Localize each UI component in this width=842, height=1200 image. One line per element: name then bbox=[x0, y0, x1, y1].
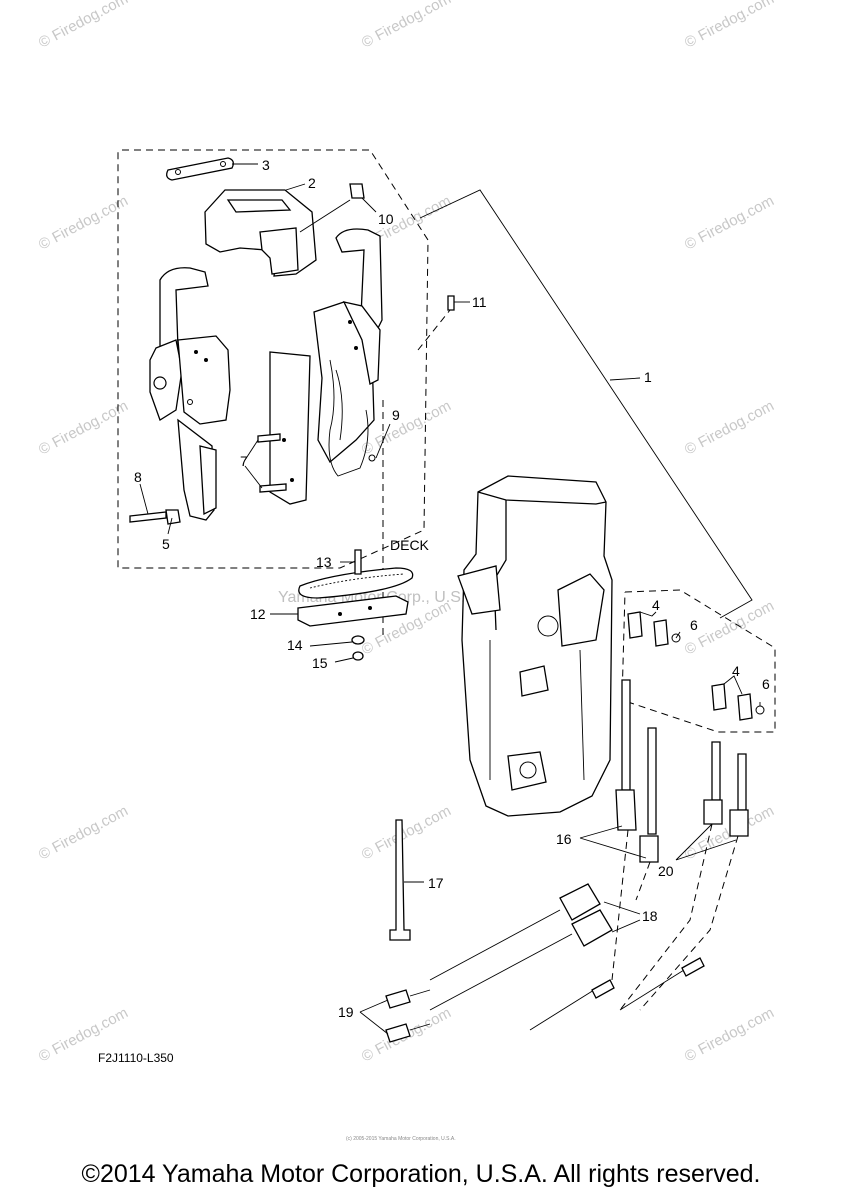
cover-plate bbox=[166, 157, 234, 181]
leader-lines bbox=[139, 163, 761, 1035]
callout-7: 7 bbox=[240, 453, 248, 469]
callout-16: 16 bbox=[556, 831, 572, 847]
watermark: © Firedog.com bbox=[359, 0, 454, 52]
watermark: © Firedog.com bbox=[36, 802, 131, 863]
callout-4a: 4 bbox=[652, 597, 660, 613]
left-control-unit bbox=[149, 267, 231, 521]
deck-plate bbox=[298, 567, 414, 599]
watermark: © Firedog.com bbox=[682, 1004, 777, 1065]
footer-small-text: (c) 2005-2015 Yamaha Motor Corporation, … bbox=[346, 1136, 456, 1142]
top-housing bbox=[204, 189, 317, 277]
copyright-notice: ©2014 Yamaha Motor Corporation, U.S.A. A… bbox=[81, 1160, 761, 1188]
cable-tie bbox=[389, 819, 411, 941]
callout-6b: 6 bbox=[762, 676, 770, 692]
callout-2: 2 bbox=[308, 175, 316, 191]
callout-12: 12 bbox=[250, 606, 266, 622]
callout-19: 19 bbox=[338, 1004, 354, 1020]
callout-10: 10 bbox=[378, 211, 394, 227]
callout-20: 20 bbox=[658, 863, 674, 879]
diagram-code: F2J1110-L350 bbox=[98, 1051, 174, 1065]
bracket-12 bbox=[297, 595, 409, 627]
watermark: © Firedog.com bbox=[682, 397, 777, 458]
washer-14 bbox=[351, 635, 365, 645]
callout-15: 15 bbox=[312, 655, 328, 671]
watermark: © Firedog.com bbox=[36, 397, 131, 458]
cable-ends bbox=[611, 679, 749, 1011]
control-cables bbox=[385, 883, 705, 1043]
callouts: 1 2 3 4 4 5 6 6 7 8 9 10 11 12 13 14 15 … bbox=[134, 157, 770, 1020]
gasket-plate bbox=[269, 351, 311, 505]
callout-17: 17 bbox=[428, 875, 444, 891]
block-10 bbox=[349, 183, 365, 199]
bolt-13 bbox=[354, 549, 362, 575]
nut-15 bbox=[352, 651, 364, 661]
main-housing bbox=[457, 475, 613, 817]
clevis-set bbox=[627, 611, 765, 721]
callout-1: 1 bbox=[644, 369, 652, 385]
callout-9: 9 bbox=[392, 407, 400, 423]
callout-6a: 6 bbox=[690, 617, 698, 633]
watermark: © Firedog.com bbox=[682, 192, 777, 253]
callout-8: 8 bbox=[134, 469, 142, 485]
deck-label: DECK bbox=[390, 537, 430, 553]
watermark: © Firedog.com bbox=[359, 802, 454, 863]
callout-11: 11 bbox=[472, 294, 487, 310]
watermark: © Firedog.com bbox=[682, 0, 777, 52]
watermark: © Firedog.com bbox=[36, 192, 131, 253]
callout-14: 14 bbox=[287, 637, 303, 653]
callout-3: 3 bbox=[262, 157, 270, 173]
watermark: © Firedog.com bbox=[36, 0, 131, 52]
callout-13: 13 bbox=[316, 554, 332, 570]
callout-4b: 4 bbox=[732, 663, 740, 679]
watermark-layer: © Firedog.com © Firedog.com © Firedog.co… bbox=[36, 0, 777, 1066]
callout-18: 18 bbox=[642, 908, 658, 924]
routing-line bbox=[417, 309, 451, 351]
right-control-unit bbox=[313, 228, 383, 477]
callout-5: 5 bbox=[162, 536, 170, 552]
